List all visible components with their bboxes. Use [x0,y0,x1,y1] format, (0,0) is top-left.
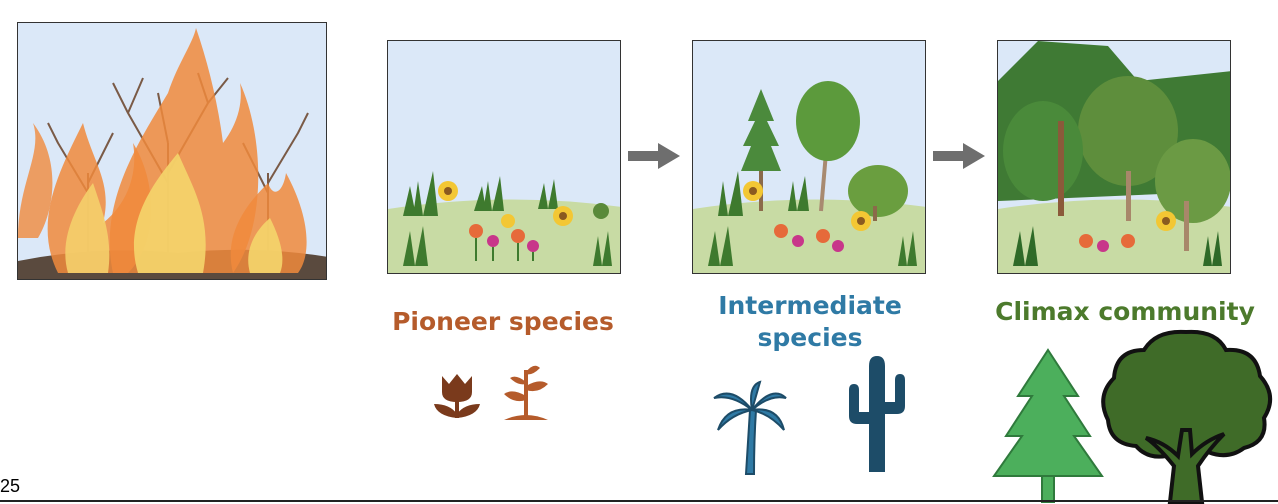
oak-tree-icon [1101,329,1272,504]
climax-scene [998,41,1230,273]
intermediate-stage-panel [692,40,926,274]
arrow-right-icon [628,143,680,169]
pioneer-species-label: Pioneer species [392,307,614,336]
intermediate-label-line-2: species [757,323,863,352]
intermediate-species-label: Intermediate species [690,290,930,354]
tulip-icon [434,374,480,418]
page-number: 25 [0,476,21,496]
intermediate-label-line-1: Intermediate [718,291,902,320]
pioneer-scene [388,41,620,273]
arrow-right-icon [933,143,985,169]
intermediate-scene [693,41,925,273]
wildfire-illustration [18,23,326,279]
climax-stage-panel [997,40,1231,274]
pioneer-stage-panel [387,40,621,274]
wildfire-panel [17,22,327,280]
bottom-divider [0,500,1278,502]
climax-community-label: Climax community [995,297,1255,326]
sprout-icon [504,365,548,420]
cactus-icon [849,356,905,472]
pine-tree-icon [992,348,1104,503]
palm-tree-icon [713,380,787,475]
